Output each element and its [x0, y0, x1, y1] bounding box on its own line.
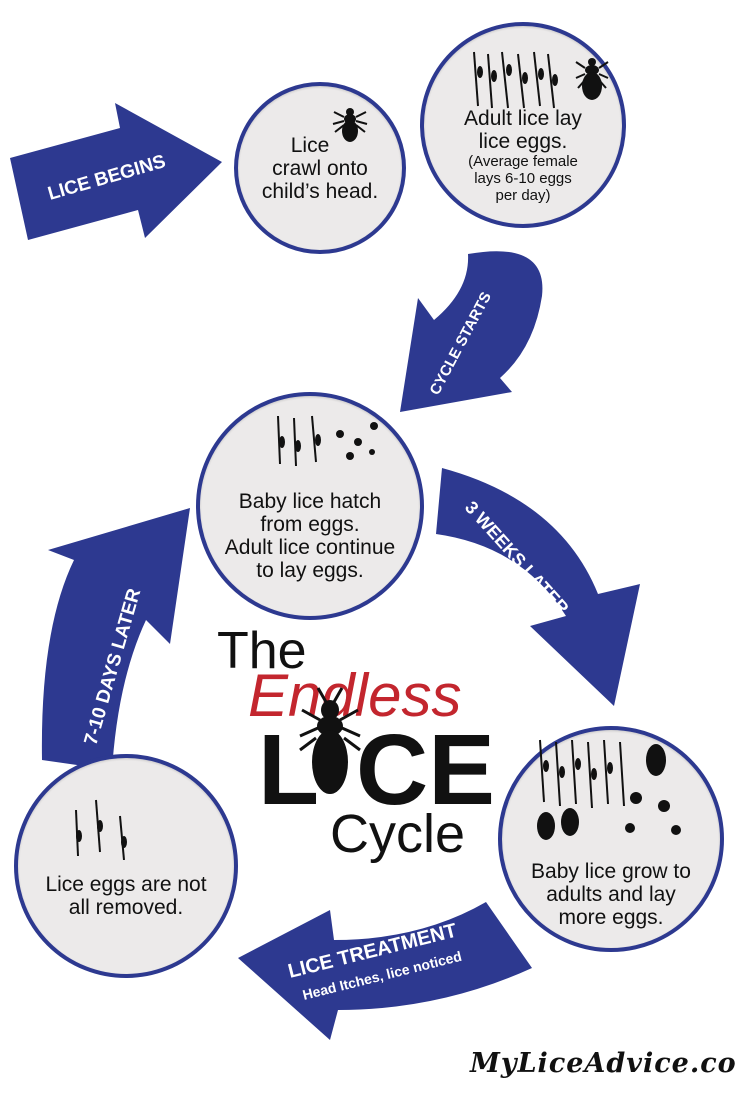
arrow-three-weeks: 3 WEEKS LATER: [436, 468, 640, 706]
arrow-icon: [238, 902, 532, 1040]
stage-hatch-circle: Baby lice hatch from eggs. Adult lice co…: [196, 392, 424, 620]
stage-grow-line3: more eggs.: [558, 905, 664, 929]
title-block: The Endless L CE Cycle: [217, 622, 495, 864]
stage-removed-circle: Lice eggs are not all removed.: [14, 754, 238, 978]
title-cycle: Cycle: [330, 804, 465, 864]
stage-removed-line1: Lice eggs are not: [45, 873, 207, 896]
arrow-cycle-starts: CYCLE STARTS: [400, 251, 543, 412]
title-lice-ce: CE: [356, 714, 495, 826]
arrow-lice-treatment: LICE TREATMENT Head Itches, lice noticed: [238, 902, 532, 1040]
stage-grow-line2: adults and lay: [546, 882, 676, 906]
stage-hatch-line3: Adult lice continue: [224, 536, 396, 559]
title-endless: Endless: [248, 662, 461, 729]
stage-crawl-line2: crawl onto: [272, 156, 368, 180]
arrow-icon: [400, 251, 543, 412]
stage-lay-note1: (Average female: [468, 152, 578, 170]
arrow-seven-ten-days: 7-10 DAYS LATER: [41, 508, 191, 770]
stage-hatch-line1: Baby lice hatch: [238, 490, 382, 513]
stage-lay-note2: lays 6-10 eggs: [474, 169, 572, 187]
stage-lay-line1: Adult lice lay: [464, 106, 582, 130]
stage-crawl-line3: child’s head.: [261, 179, 379, 203]
stage-removed-line2: all removed.: [68, 896, 184, 919]
arrow-icon: [436, 468, 640, 706]
stage-lay-line2: lice eggs.: [478, 129, 568, 153]
stage-hatch-line2: from eggs.: [260, 513, 360, 536]
arrow-lice-begins: LICE BEGINS: [10, 103, 222, 240]
stage-grow-circle: Baby lice grow to adults and lay more eg…: [498, 726, 724, 952]
stage-crawl-line1: Lice: [290, 133, 330, 157]
stage-hatch-line4: to lay eggs.: [256, 559, 364, 582]
title-the: The: [217, 622, 307, 680]
stage-lay-note3: per day): [495, 186, 551, 204]
arrow-icon: [10, 103, 222, 240]
stage-crawl-circle: Lice crawl onto child’s head.: [234, 82, 406, 254]
louse-icon: [299, 687, 361, 794]
stage-grow-line1: Baby lice grow to: [531, 859, 691, 883]
arrow-icon: [41, 508, 191, 770]
stage-lay-circle: Adult lice lay lice eggs. (Average femal…: [420, 22, 626, 228]
site-credit: MyLiceAdvice.com: [470, 1048, 735, 1079]
